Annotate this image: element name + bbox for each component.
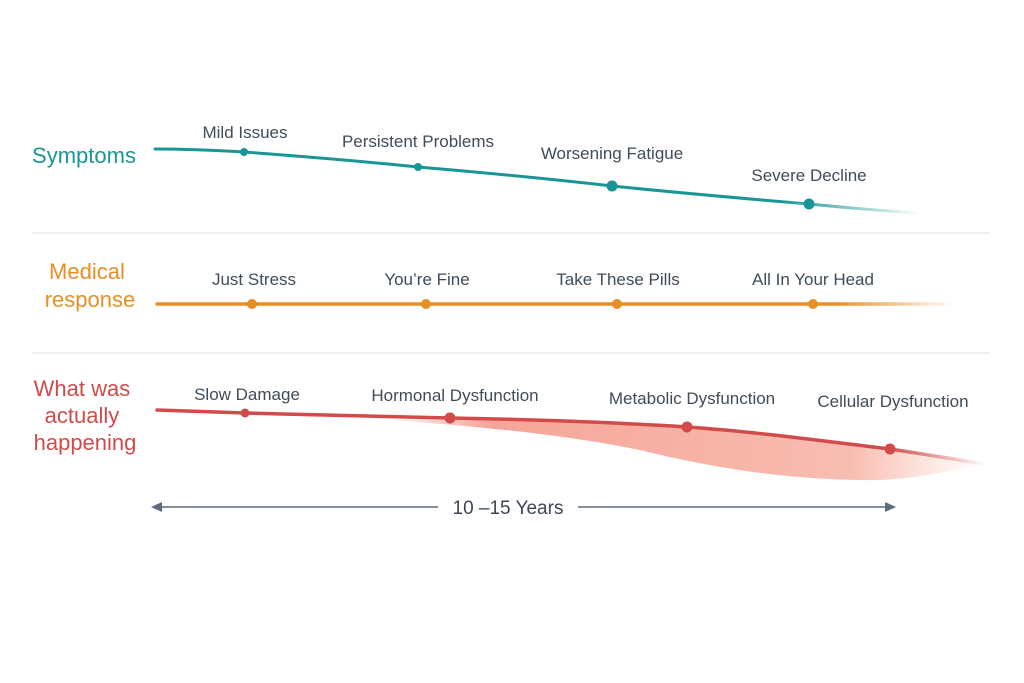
row-label-symptoms: Symptoms bbox=[32, 143, 136, 168]
medical-stage-label: You’re Fine bbox=[384, 270, 469, 289]
actual-stage-dot bbox=[681, 421, 693, 433]
row-label-line: Medical bbox=[49, 259, 125, 284]
row-label-line: response bbox=[45, 287, 136, 312]
medical-stage-label: Take These Pills bbox=[556, 270, 679, 289]
row-label-what-was-actually-happening: What was actually happening bbox=[34, 376, 137, 455]
row-label-line: What was bbox=[34, 376, 131, 401]
medical-stage-label: All In Your Head bbox=[752, 270, 874, 289]
medical-stage-dot bbox=[612, 299, 622, 309]
medical-stage-label: Just Stress bbox=[212, 270, 296, 289]
symptoms-stage-label: Severe Decline bbox=[751, 166, 866, 185]
actual-stage-label: Slow Damage bbox=[194, 385, 300, 404]
damage-shaded-area bbox=[380, 418, 985, 481]
symptoms-stage-dot bbox=[414, 163, 422, 171]
row-label-line: actually bbox=[45, 403, 120, 428]
actual-stage-label: Metabolic Dysfunction bbox=[609, 389, 775, 408]
symptoms-stage-label: Persistent Problems bbox=[342, 132, 494, 151]
medical-stage-dot bbox=[808, 299, 818, 309]
arrow-left-icon bbox=[151, 502, 162, 512]
arrow-right-icon bbox=[885, 502, 896, 512]
symptoms-stage-dot bbox=[240, 148, 248, 156]
medical-stage-dot bbox=[247, 299, 257, 309]
row-label-medical-response: Medical response bbox=[45, 259, 136, 312]
medical-stage-dot bbox=[421, 299, 431, 309]
actual-stage-dot bbox=[884, 443, 896, 455]
symptoms-stage-dot bbox=[803, 198, 815, 210]
actual-stage-dot bbox=[240, 408, 250, 418]
actual-stage-label: Hormonal Dysfunction bbox=[371, 386, 538, 405]
timespan-label: 10 –15 Years bbox=[453, 498, 564, 519]
symptoms-stage-label: Mild Issues bbox=[202, 123, 287, 142]
actual-stage-dot bbox=[444, 412, 456, 424]
actual-stage-label: Cellular Dysfunction bbox=[817, 392, 968, 411]
symptoms-stage-dot bbox=[606, 180, 618, 192]
row-label-line: Symptoms bbox=[32, 143, 136, 168]
symptoms-stage-label: Worsening Fatigue bbox=[541, 144, 683, 163]
row-label-line: happening bbox=[34, 430, 137, 455]
